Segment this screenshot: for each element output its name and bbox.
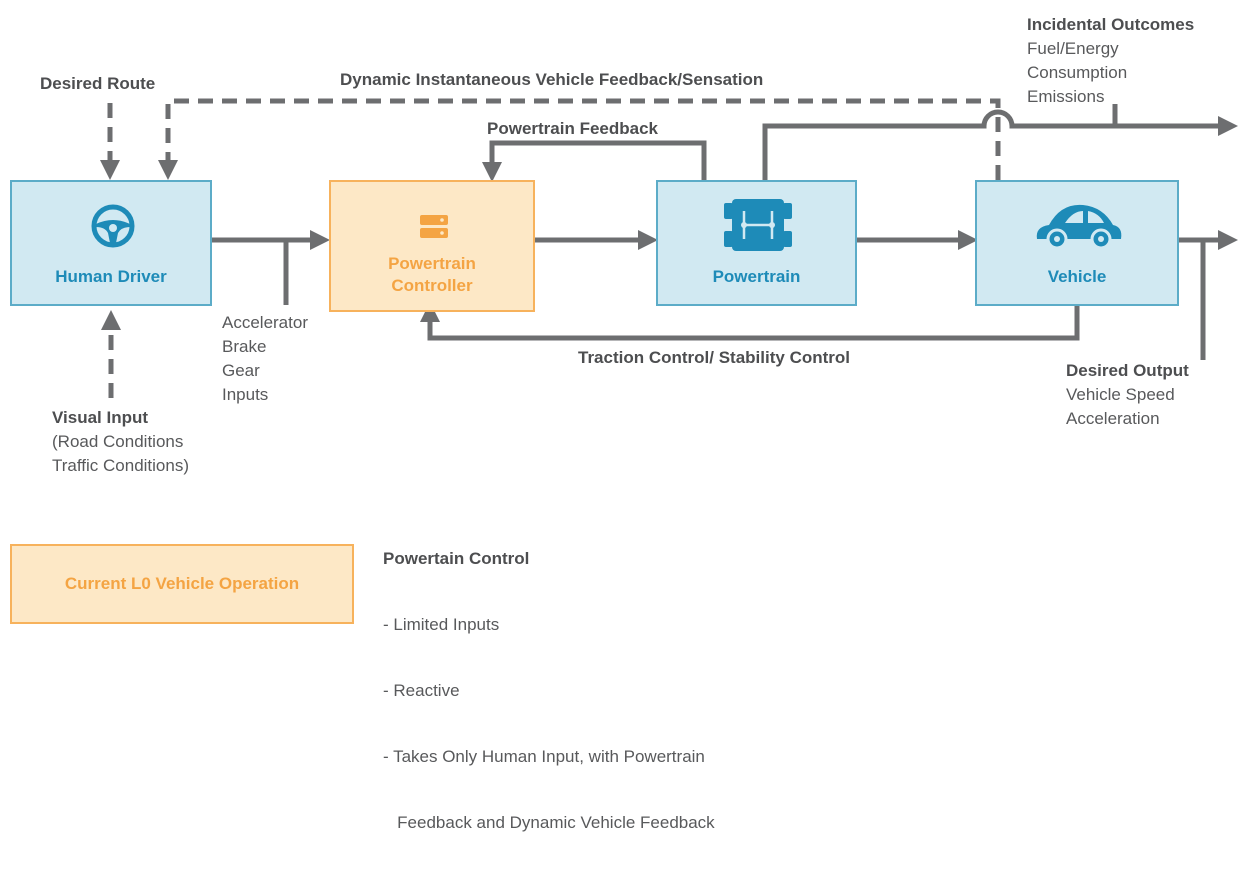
incidental-outcomes-title: Incidental Outcomes xyxy=(1027,15,1195,34)
powertrain-feedback-label: Powertrain Feedback xyxy=(487,119,659,138)
legend-description: Powertain Control - Limited Inputs - Rea… xyxy=(383,548,715,878)
diagram-connectors xyxy=(100,98,1238,398)
steering-wheel-icon xyxy=(91,204,135,248)
incidental-item: Emissions xyxy=(1027,87,1105,106)
incidental-outcomes-block: Incidental Outcomes Fuel/Energy Consumpt… xyxy=(1027,13,1194,109)
desired-output-item: Acceleration xyxy=(1066,409,1160,428)
controller-label-line2: Controller xyxy=(391,276,473,295)
powertrain-feedback-arrow xyxy=(482,140,707,182)
desired-output-title: Desired Output xyxy=(1066,361,1189,380)
powertrain-controller-box[interactable]: Powertrain Controller xyxy=(329,180,535,312)
dynamic-feedback-label: Dynamic Instantaneous Vehicle Feedback/S… xyxy=(340,70,764,89)
visual-input-block: Visual Input (Road Conditions Traffic Co… xyxy=(52,406,189,478)
legend-swatch: Current L0 Vehicle Operation xyxy=(10,544,354,624)
powertrain-box[interactable]: Powertrain xyxy=(656,180,857,306)
incidental-item: Consumption xyxy=(1027,63,1128,82)
driver-input-item: Brake xyxy=(222,337,267,356)
visual-input-list: (Road Conditions Traffic Conditions) xyxy=(52,430,189,478)
legend-bullet: - Limited Inputs xyxy=(383,615,500,634)
dynamic-feedback-arrow xyxy=(158,98,1001,180)
driver-input-item: Inputs xyxy=(222,385,269,404)
controller-label-line1: Powertrain xyxy=(388,254,476,273)
traction-control-label: Traction Control/ Stability Control xyxy=(578,348,850,367)
desired-output-block: Desired Output Vehicle Speed Acceleratio… xyxy=(1066,359,1189,431)
driver-inputs-list: Accelerator Brake Gear Inputs xyxy=(222,311,308,407)
driver-input-item: Gear xyxy=(222,361,260,380)
chassis-icon xyxy=(724,199,792,251)
traction-control-arrow xyxy=(420,302,1080,341)
vehicle-box[interactable]: Vehicle xyxy=(975,180,1179,306)
legend-bullets: - Limited Inputs - Reactive - Takes Only… xyxy=(383,570,715,878)
human-driver-label: Human Driver xyxy=(55,267,167,286)
incidental-outcomes-arrow xyxy=(762,109,1238,180)
visual-input-item: (Road Conditions xyxy=(52,432,184,451)
human-driver-box[interactable]: Human Driver xyxy=(10,180,212,306)
incidental-outcomes-list: Fuel/Energy Consumption Emissions xyxy=(1027,37,1194,109)
incidental-item: Fuel/Energy xyxy=(1027,39,1119,58)
desired-output-item: Vehicle Speed xyxy=(1066,385,1175,404)
legend-title: Powertain Control xyxy=(383,549,530,568)
desired-route-label: Desired Route xyxy=(40,74,156,93)
visual-input-title: Visual Input xyxy=(52,408,149,427)
desired-output-list: Vehicle Speed Acceleration xyxy=(1066,383,1189,431)
vehicle-label: Vehicle xyxy=(1047,267,1107,286)
powertrain-label: Powertrain xyxy=(712,267,801,286)
server-icon xyxy=(420,215,448,238)
car-icon xyxy=(1036,204,1122,250)
legend-swatch-label: Current L0 Vehicle Operation xyxy=(64,574,300,593)
legend-bullet: - Reactive xyxy=(383,681,460,700)
visual-input-item: Traffic Conditions) xyxy=(52,456,189,475)
driver-input-item: Accelerator xyxy=(222,313,308,332)
legend-bullet: - Takes Only Human Input, with Powertrai… xyxy=(383,747,705,766)
legend-bullet: Feedback and Dynamic Vehicle Feedback xyxy=(383,813,715,832)
